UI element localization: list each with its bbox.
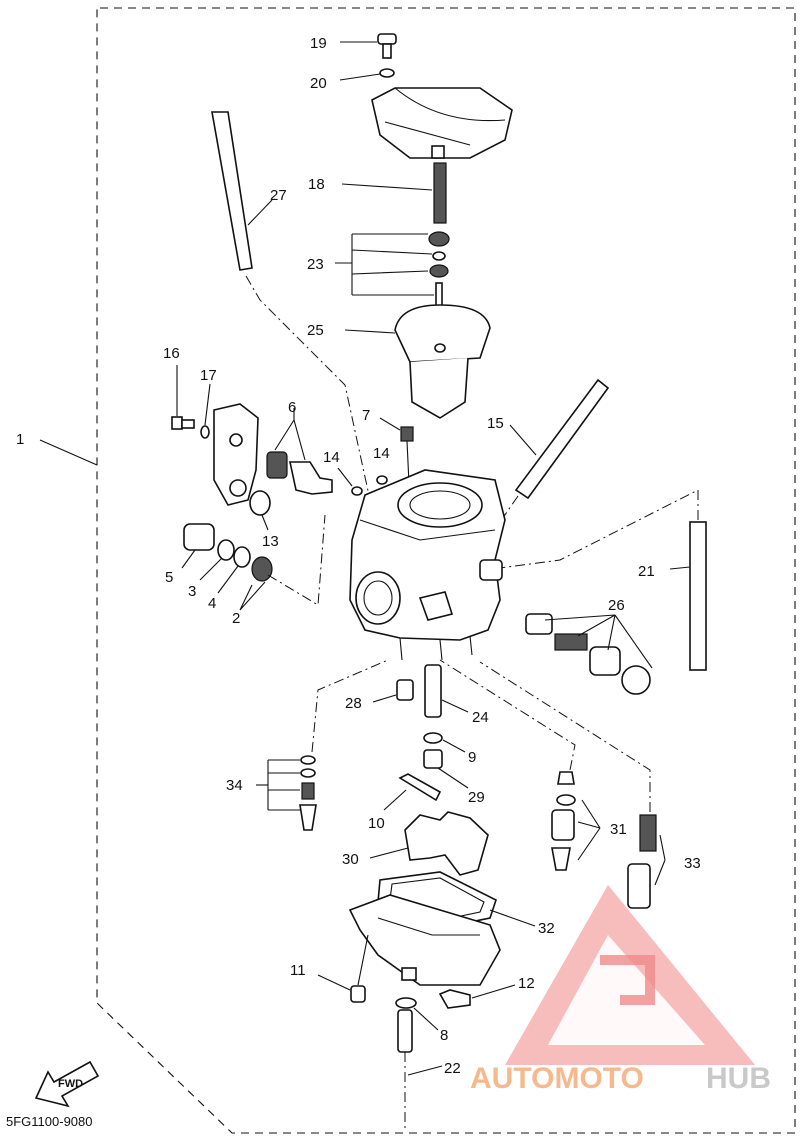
float-chamber: [348, 894, 501, 986]
fwd-label: FWD: [58, 1078, 83, 1090]
jet-28: [372, 679, 414, 703]
needle-jet-24: [424, 664, 469, 718]
screw-2: [239, 514, 326, 611]
hose-clip-8: [395, 997, 439, 1031]
o-ring-13: [249, 490, 271, 531]
callout-3: 3: [188, 583, 196, 600]
callout-23: 23: [307, 256, 324, 273]
idle-screw-33: [479, 661, 666, 909]
callout-12: 12: [518, 975, 535, 992]
callout-28: 28: [345, 695, 362, 712]
washer-20: [339, 68, 395, 81]
callout-10: 10: [368, 815, 385, 832]
callout-20: 20: [310, 75, 327, 92]
callout-6: 6: [288, 399, 296, 416]
part-code: 5FG1100-9080: [6, 1114, 93, 1129]
carburetor-body: [349, 469, 506, 661]
callout-15: 15: [487, 415, 504, 432]
float-30: [369, 811, 489, 876]
screw-set-34: [256, 659, 389, 831]
callout-22: 22: [444, 1060, 461, 1077]
tube-15: [499, 378, 610, 523]
cap-5: [181, 523, 215, 569]
callout-5: 5: [165, 569, 173, 586]
assembly-boundary: [96, 7, 796, 1134]
callout-14a: 14: [323, 449, 340, 466]
throttle-bracket: [213, 403, 259, 506]
callout-13: 13: [262, 533, 279, 550]
callout-18: 18: [308, 176, 325, 193]
needle-parts-23: [335, 231, 450, 314]
screw-19: [340, 33, 397, 59]
fwd-arrow-icon: FWD: [34, 1060, 100, 1108]
callout-34: 34: [226, 777, 243, 794]
bolt-16: [171, 365, 195, 430]
callout-16: 16: [163, 345, 180, 362]
tube-27: [211, 111, 371, 501]
screw-11: [317, 934, 369, 1003]
callout-7: 7: [362, 407, 370, 424]
callout-33: 33: [684, 855, 701, 872]
o-ring-14a: [337, 467, 363, 496]
callout-31: 31: [610, 821, 627, 838]
washer-17: [200, 383, 211, 439]
watermark-logo: AUTOMOTO HUB: [470, 885, 771, 1095]
callout-4: 4: [208, 595, 216, 612]
callout-27: 27: [270, 187, 287, 204]
callout-2: 2: [232, 610, 240, 627]
leader-1: [39, 439, 98, 466]
valve-set-31: [439, 659, 601, 871]
o-ring-14b: [376, 475, 388, 485]
callout-24: 24: [472, 709, 489, 726]
main-jet-29: [423, 749, 469, 789]
callout-14b: 14: [373, 445, 390, 462]
callout-32: 32: [538, 920, 555, 937]
callout-30: 30: [342, 851, 359, 868]
spring-18: [341, 162, 447, 224]
plunger-6: [266, 408, 333, 495]
callout-21: 21: [638, 563, 655, 580]
callout-11: 11: [290, 962, 306, 979]
callout-19: 19: [310, 35, 327, 52]
diaphragm-slide-25: [344, 304, 491, 419]
washer-3: [199, 539, 235, 581]
callout-17: 17: [200, 367, 217, 384]
washer-4: [217, 546, 251, 594]
drain-hose-22: [397, 1009, 443, 1128]
tube-21: [484, 489, 707, 671]
callout-26: 26: [608, 597, 625, 614]
float-pin-10: [383, 773, 442, 811]
watermark-text-automoto: AUTOMOTO: [470, 1062, 644, 1095]
callout-25: 25: [307, 322, 324, 339]
top-cover: [371, 87, 513, 159]
washer-9: [423, 732, 466, 753]
pilot-screw-26: [525, 613, 653, 695]
callout-1: 1: [16, 431, 24, 448]
watermark-text-hub: HUB: [706, 1062, 771, 1095]
callout-8: 8: [440, 1027, 448, 1044]
callout-9: 9: [468, 749, 476, 766]
callout-29: 29: [468, 789, 485, 806]
drain-screw-12: [438, 984, 516, 1009]
jet-7: [379, 417, 414, 506]
